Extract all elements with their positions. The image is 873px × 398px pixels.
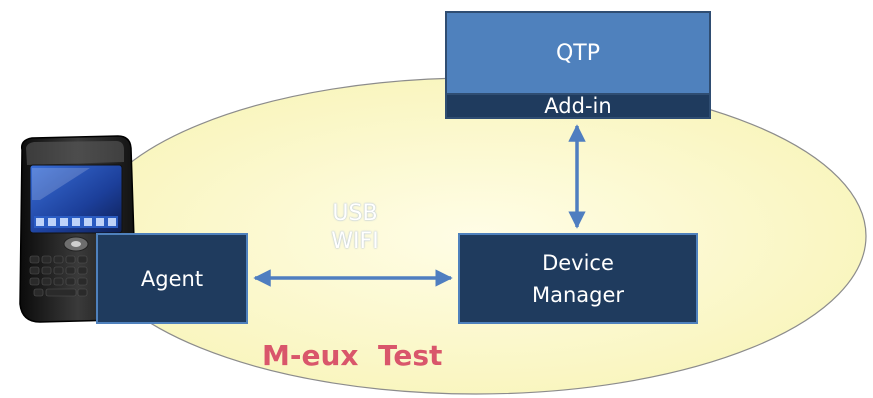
device-manager-node: Device Manager	[458, 233, 698, 324]
qtp-node: QTP	[445, 11, 711, 95]
addin-node: Add-in	[445, 93, 711, 119]
device-manager-label-line1: Device	[542, 250, 614, 275]
agent-label: Agent	[140, 266, 204, 291]
diagram-title: M-eux Test	[262, 339, 443, 372]
connection-usb-label: USB	[332, 201, 378, 226]
device-manager-label-line2: Manager	[531, 282, 625, 307]
connection-wifi-label: WIFI	[331, 229, 379, 254]
addin-label: Add-in	[544, 94, 612, 118]
qtp-label: QTP	[555, 40, 601, 66]
agent-node: Agent	[96, 233, 248, 324]
connection-label: USB WIFI	[300, 200, 410, 256]
